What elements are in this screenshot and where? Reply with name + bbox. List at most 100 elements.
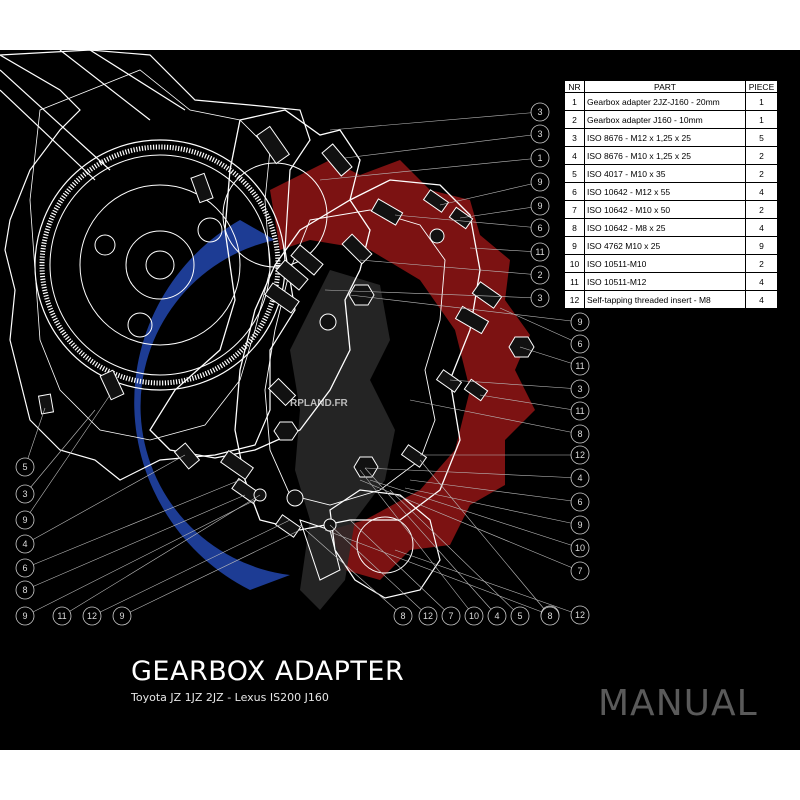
leader-line <box>369 479 581 549</box>
bolt <box>99 369 125 401</box>
callout-circle <box>530 172 550 192</box>
callout-bubble: 12 <box>418 606 438 626</box>
callout-bubble: 7 <box>570 561 590 581</box>
callout-bubble: 3 <box>570 379 590 399</box>
manual-watermark: MANUAL <box>598 683 758 724</box>
leader-line <box>349 519 452 617</box>
leader-line <box>449 379 581 390</box>
callout-bubble: 8 <box>15 580 35 600</box>
leader-line <box>409 399 581 435</box>
callout-number: 12 <box>575 610 585 620</box>
callout-number: 2 <box>537 270 542 280</box>
callout-number: 9 <box>537 177 542 187</box>
callout-bubble: 11 <box>52 606 72 626</box>
callout-number: 4 <box>22 539 27 549</box>
bolt <box>290 244 324 276</box>
nut <box>508 336 535 358</box>
washer <box>319 313 337 331</box>
callout-number: 8 <box>547 611 552 621</box>
tail-bracket <box>299 519 341 581</box>
page-subtitle: Toyota JZ 1JZ 2JZ - Lexus IS200 J160 <box>131 691 329 704</box>
cell-piece: 4 <box>745 272 778 291</box>
callout-bubble: 12 <box>570 445 590 465</box>
callout-circle <box>15 484 35 504</box>
leader-line <box>24 394 111 521</box>
nut <box>353 456 379 478</box>
callout-circle <box>112 606 132 626</box>
callout-number: 6 <box>537 223 542 233</box>
callout-circle <box>570 561 590 581</box>
page-title: GEARBOX ADAPTER <box>131 656 405 687</box>
callout-number: 9 <box>119 611 124 621</box>
callout-circle <box>530 124 550 144</box>
callout-bubble: 4 <box>15 534 35 554</box>
parts-table-header: NR PART PIECE <box>564 80 778 93</box>
flywheel <box>34 139 286 391</box>
cell-part: ISO 10642 - M12 x 55 <box>584 182 746 201</box>
callout-circle <box>82 606 102 626</box>
callout-circle <box>530 242 550 262</box>
callout-bubble: 9 <box>530 172 550 192</box>
callout-bubble: 4 <box>487 606 507 626</box>
callout-number: 9 <box>22 611 27 621</box>
engine-outline <box>0 50 311 481</box>
cell-piece: 2 <box>745 146 778 165</box>
callout-number: 11 <box>535 247 544 257</box>
callout-circle <box>15 457 35 477</box>
leader-line <box>439 181 541 206</box>
callout-bubble: 3 <box>15 484 35 504</box>
leader-line <box>419 459 551 617</box>
leader-line <box>359 469 475 617</box>
callout-number: 6 <box>577 497 582 507</box>
callout-bubble: 3 <box>530 124 550 144</box>
flywheel-bore <box>145 250 175 280</box>
engine-inner-outline <box>29 69 271 441</box>
leader-line <box>469 247 541 253</box>
leader-line <box>409 479 581 503</box>
leader-line <box>319 157 541 181</box>
callout-number: 9 <box>537 201 542 211</box>
callout-bubble: 2 <box>530 265 550 285</box>
leader-line <box>61 494 261 617</box>
callout-bubbles: 3319961123961131181246910781253946891112… <box>15 102 590 626</box>
leader-line <box>24 499 256 617</box>
cell-part: ISO 8676 - M12 x 1,25 x 25 <box>584 128 746 147</box>
header-piece: PIECE <box>745 80 778 93</box>
cell-part: ISO 10511-M12 <box>584 272 746 291</box>
engine-block <box>0 50 311 481</box>
adapter-plate-20mm-bore <box>222 162 328 268</box>
header-nr: NR <box>564 80 585 93</box>
cell-piece: 4 <box>745 290 778 309</box>
callout-number: 9 <box>22 515 27 525</box>
callout-number: 3 <box>537 107 542 117</box>
callout-number: 11 <box>575 406 584 416</box>
adapter-plate-20mm-outline <box>149 109 371 459</box>
bolts <box>37 125 503 538</box>
flywheel-hole-3 <box>94 234 116 256</box>
callout-circle <box>393 606 413 626</box>
cell-part: Gearbox adapter 2JZ-J160 - 20mm <box>584 92 746 111</box>
callout-bubble: 10 <box>570 538 590 558</box>
cell-nr: 6 <box>564 182 585 201</box>
callout-circle <box>570 605 590 625</box>
callout-bubble: 11 <box>530 242 550 262</box>
leader-line <box>324 289 541 299</box>
callout-circle <box>15 510 35 530</box>
callout-bubble: 12 <box>570 605 590 625</box>
callout-circle <box>570 424 590 444</box>
callout-circle <box>570 356 590 376</box>
callout-bubble: 6 <box>570 334 590 354</box>
callout-bubble: 9 <box>112 606 132 626</box>
callout-number: 1 <box>537 153 542 163</box>
callout-bubble: 8 <box>393 606 413 626</box>
leader-line <box>389 489 521 617</box>
callout-circle <box>530 265 550 285</box>
callout-circle <box>570 334 590 354</box>
callout-circle <box>530 196 550 216</box>
callout-circle <box>15 534 35 554</box>
engine-edge-4 <box>89 50 186 111</box>
